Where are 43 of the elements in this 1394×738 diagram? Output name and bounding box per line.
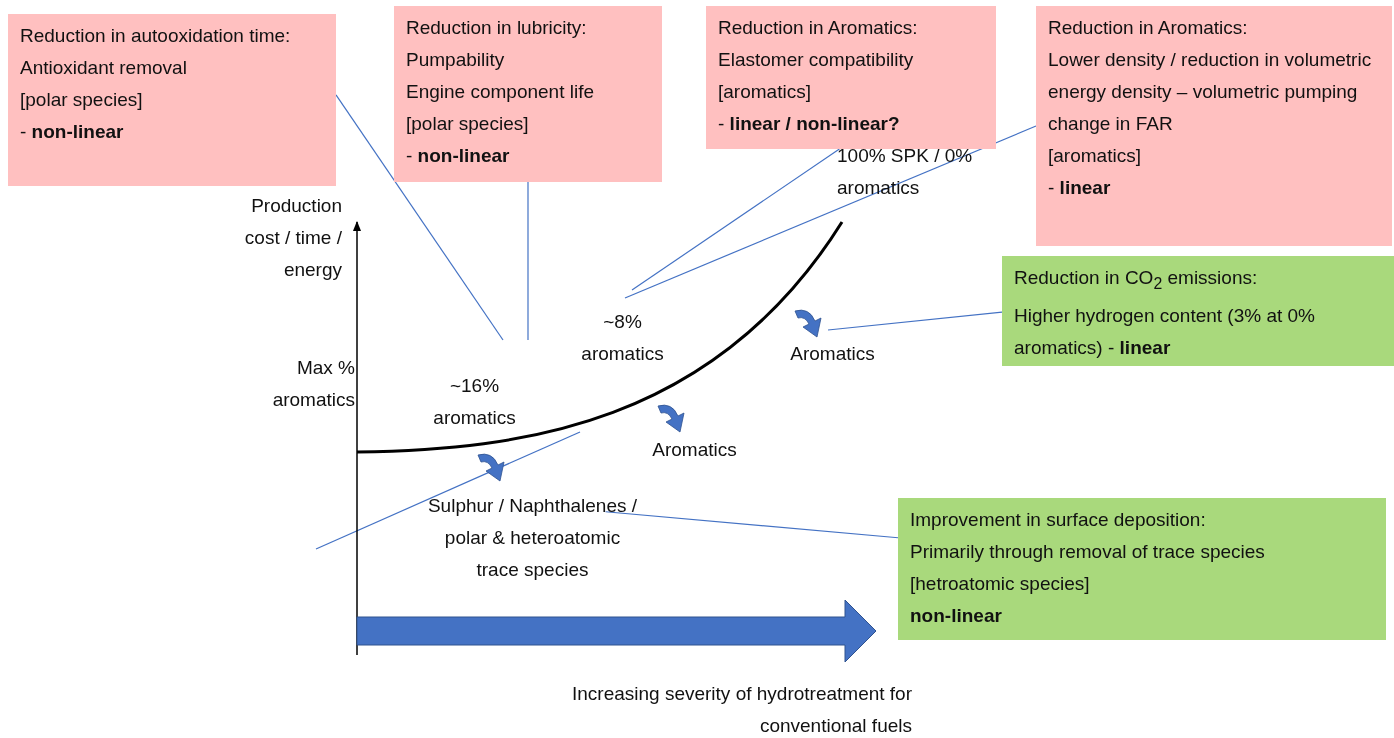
curve-label: ~16% aromatics bbox=[432, 374, 517, 430]
callout-text: [polar species] bbox=[406, 112, 530, 136]
callout-text: Higher hydrogen content (3% at 0% aromatics) - linear bbox=[1014, 303, 1316, 360]
callout-text: Primarily through removal of trace species bbox=[910, 540, 1266, 564]
callout-text: change in FAR bbox=[1048, 112, 1174, 136]
callout-text: - non-linear bbox=[406, 144, 511, 168]
axis-label: Increasing severity of hydrotreatment for conventional fuels bbox=[570, 682, 912, 738]
callout-heading: Improvement in surface deposition: bbox=[910, 508, 1207, 532]
callout-text: - linear bbox=[1048, 176, 1112, 200]
arrow-label: Aromatics bbox=[651, 438, 738, 462]
callout-box bbox=[1036, 6, 1392, 246]
callout-text: Antioxidant removal bbox=[20, 56, 188, 80]
arrow-label: Sulphur / Naphthalenes / polar & heteroatomic trace species bbox=[425, 490, 640, 586]
callout-heading: Reduction in Aromatics: bbox=[718, 16, 919, 40]
leader-line bbox=[605, 511, 899, 539]
callout-text: -linear / non-linear? bbox=[718, 112, 901, 136]
callout-text: - non-linear bbox=[20, 120, 125, 144]
callout-heading: Reduction in autooxidation time: bbox=[20, 24, 292, 48]
callout-heading: Reduction in lubricity: bbox=[406, 16, 588, 40]
callout-text: Pumpability bbox=[406, 48, 506, 72]
callout-text: [aromatics] bbox=[1048, 144, 1142, 168]
callout-heading: Reduction in CO$_{2}$ emissions: bbox=[1014, 266, 1259, 294]
arrow-label: Aromatics bbox=[789, 342, 876, 366]
callout-box bbox=[1002, 256, 1394, 366]
leader-line bbox=[335, 94, 504, 341]
axis-label: Production cost / time / energy bbox=[243, 194, 342, 282]
callout-box bbox=[706, 6, 996, 149]
callout-box bbox=[898, 498, 1386, 640]
leader-line bbox=[624, 125, 1037, 299]
callout-text: [hetroatomic species] bbox=[910, 572, 1091, 596]
callout-box bbox=[394, 6, 662, 182]
curve-label: ~8% aromatics bbox=[580, 310, 665, 366]
leader-line bbox=[631, 148, 840, 291]
leader-line bbox=[527, 181, 529, 341]
callout-text: Engine component life bbox=[406, 80, 595, 104]
callout-text: Elastomer compatibility bbox=[718, 48, 915, 72]
callout-text: [polar species] bbox=[20, 88, 144, 112]
callout-box bbox=[8, 14, 336, 186]
callout-heading: Reduction in Aromatics: bbox=[1048, 16, 1249, 40]
leader-line bbox=[827, 311, 1003, 331]
callout-text: non-linear bbox=[910, 604, 1003, 628]
callout-text: [aromatics] bbox=[718, 80, 812, 104]
curve-label: Max % aromatics bbox=[271, 356, 355, 412]
